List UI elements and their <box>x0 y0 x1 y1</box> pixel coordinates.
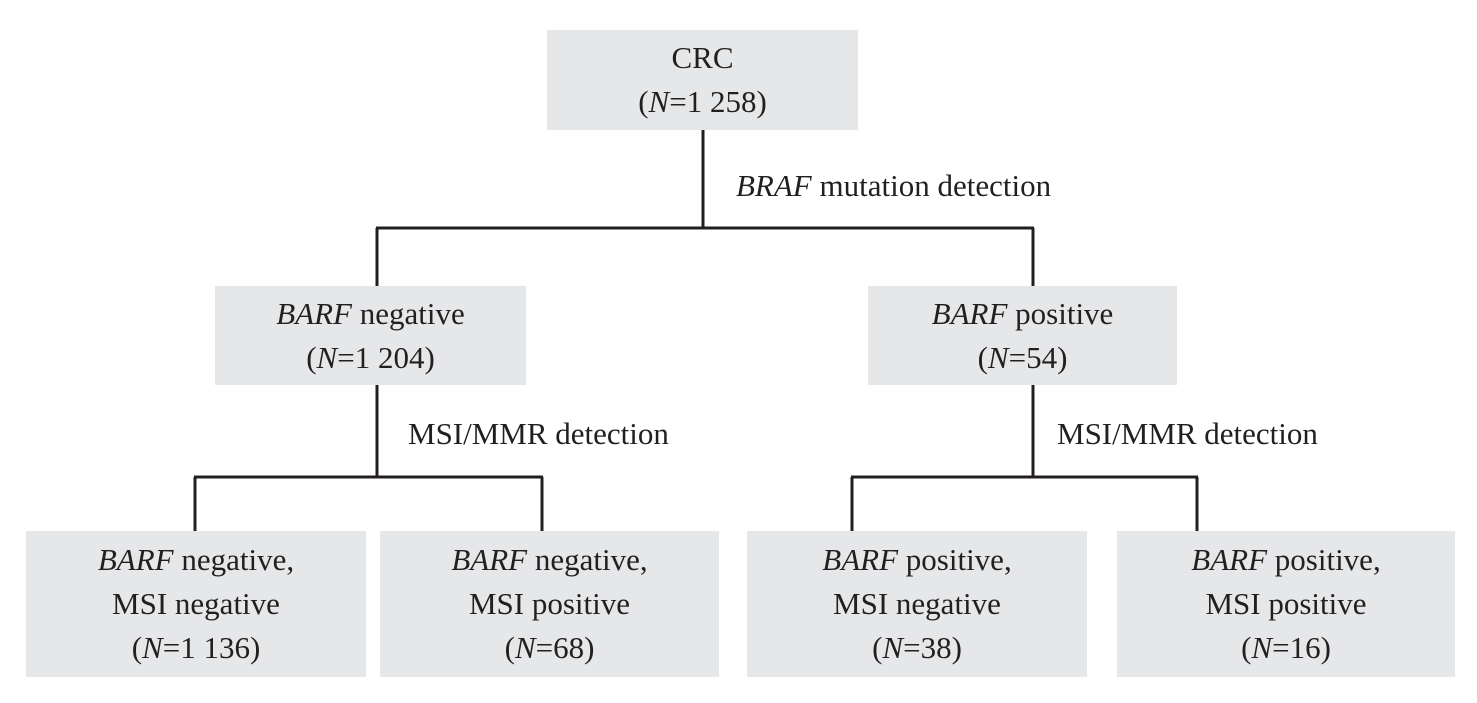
label-msi-mmr-detection-left: MSI/MMR detection <box>408 416 669 451</box>
node-barf-positive-count: (N=54) <box>977 339 1068 375</box>
node-barf-negative-msi-positive: BARF negative, MSI positive (N=68) <box>380 531 719 677</box>
node-barf-positive-title: BARF positive <box>931 295 1114 331</box>
label-msi-mmr-detection-right: MSI/MMR detection <box>1057 416 1318 451</box>
label-braf-mutation-detection: BRAF mutation detection <box>736 168 1051 204</box>
node-barf-positive-msi-positive: BARF positive, MSI positive (N=16) <box>1117 531 1455 677</box>
node-title: BARF negative, <box>97 542 295 577</box>
node-title: BARF positive, <box>822 542 1012 577</box>
node-title: BARF positive, <box>1191 542 1381 577</box>
node-count: (N=38) <box>872 630 962 665</box>
node-msi-status: MSI negative <box>112 586 280 621</box>
node-crc-title: CRC <box>671 40 734 75</box>
node-count: (N=68) <box>504 630 595 665</box>
node-count: (N=16) <box>1241 630 1331 665</box>
node-msi-status: MSI negative <box>833 586 1001 621</box>
label-gene: BRAF <box>736 168 812 203</box>
node-count: (N=1 136) <box>131 630 261 665</box>
node-msi-status: MSI positive <box>468 586 631 621</box>
node-barf-negative: BARF negative (N=1 204) <box>215 286 526 385</box>
node-barf-negative-count: (N=1 204) <box>306 339 435 375</box>
node-barf-negative-title: BARF negative <box>276 295 465 331</box>
node-crc-count: (N=1 258) <box>638 84 767 119</box>
node-barf-positive: BARF positive (N=54) <box>868 286 1177 385</box>
node-barf-positive-msi-negative: BARF positive, MSI negative (N=38) <box>747 531 1087 677</box>
label-text: mutation detection <box>819 168 1052 203</box>
node-title: BARF negative, <box>451 542 648 577</box>
node-msi-status: MSI positive <box>1205 586 1367 621</box>
node-crc: CRC (N=1 258) <box>547 30 858 130</box>
node-barf-negative-msi-negative: BARF negative, MSI negative (N=1 136) <box>26 531 366 677</box>
